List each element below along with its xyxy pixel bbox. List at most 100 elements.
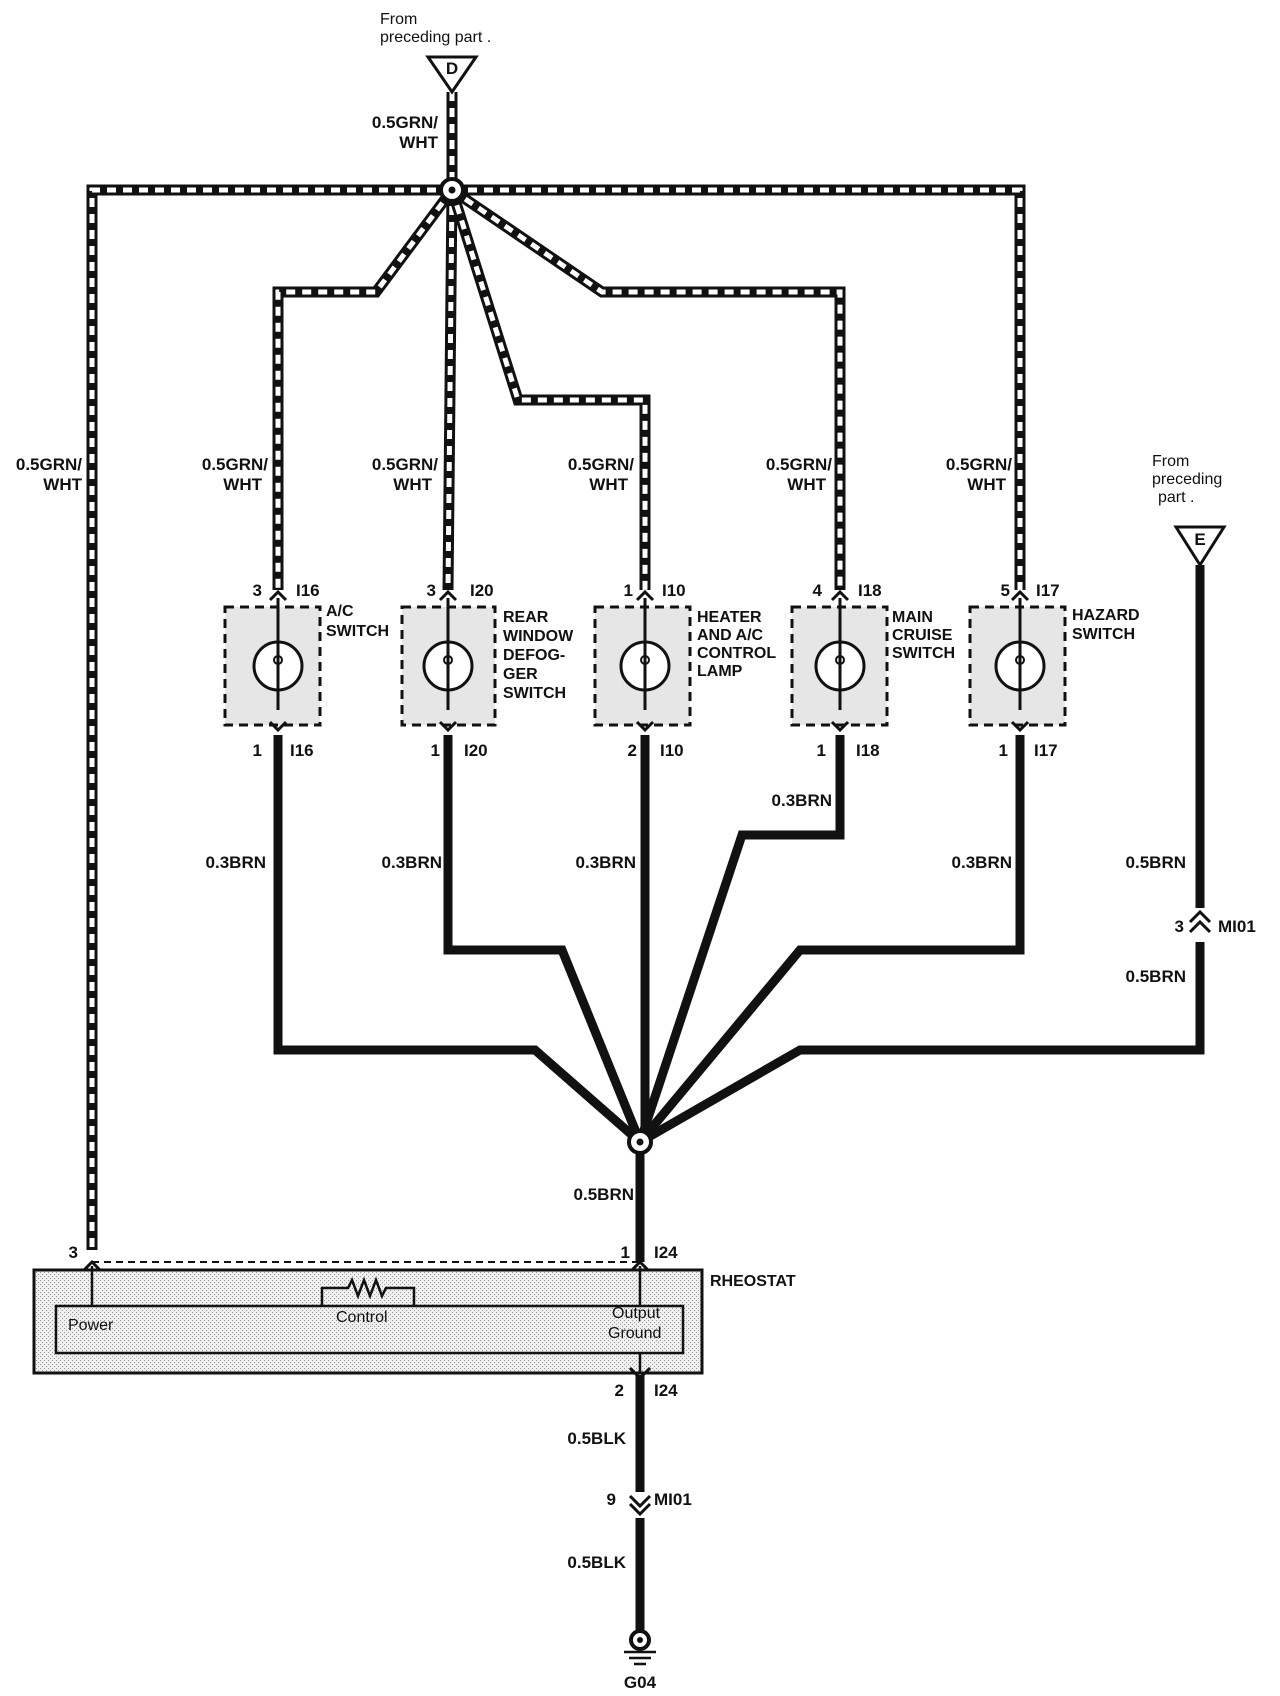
svg-text:WINDOW: WINDOW: [503, 628, 574, 645]
svg-text:0.5GRN/: 0.5GRN/: [946, 455, 1012, 474]
right-source-line2: preceding: [1152, 471, 1222, 488]
svg-text:I18: I18: [856, 741, 880, 760]
svg-text:SWITCH: SWITCH: [326, 623, 389, 640]
svg-text:9: 9: [607, 1490, 616, 1509]
svg-text:MI01: MI01: [654, 1490, 692, 1509]
right-source-line1: From: [1152, 453, 1189, 470]
svg-text:I17: I17: [1034, 741, 1058, 760]
svg-text:HAZARD: HAZARD: [1072, 607, 1140, 624]
top-source-line1: From: [380, 11, 417, 28]
resistor-symbol: [320, 1276, 416, 1306]
svg-text:1: 1: [431, 741, 440, 760]
svg-text:0.3BRN: 0.3BRN: [772, 791, 832, 810]
svg-text:SWITCH: SWITCH: [1072, 626, 1135, 643]
svg-text:0.5BRN: 0.5BRN: [1126, 967, 1186, 986]
wire-brn-ac: [273, 735, 643, 1146]
component-heater-ac-control-lamp: 1 I10 2 I10 HEATER AND A/C CONTROL LAMP: [593, 581, 776, 760]
svg-text:4: 4: [813, 581, 823, 600]
svg-text:I16: I16: [296, 581, 320, 600]
svg-text:0.5BLK: 0.5BLK: [567, 1553, 626, 1572]
svg-text:0.5GRN/: 0.5GRN/: [766, 455, 832, 474]
svg-text:2: 2: [628, 741, 637, 760]
rheostat-label: RHEOSTAT: [710, 1273, 796, 1290]
svg-text:SWITCH: SWITCH: [503, 685, 566, 702]
svg-text:3: 3: [427, 581, 436, 600]
svg-text:3: 3: [69, 1243, 78, 1262]
svg-text:0.3BRN: 0.3BRN: [382, 853, 442, 872]
svg-text:CONTROL: CONTROL: [697, 645, 776, 662]
svg-text:CRUISE: CRUISE: [892, 627, 953, 644]
svg-text:SWITCH: SWITCH: [892, 645, 955, 662]
connector-mi01-bottom: 9 MI01: [607, 1490, 692, 1518]
svg-text:1: 1: [999, 741, 1008, 760]
svg-text:WHT: WHT: [223, 475, 262, 494]
svg-text:0.5GRN/: 0.5GRN/: [372, 113, 438, 132]
connector-e-triangle: [1173, 525, 1227, 568]
svg-text:I10: I10: [662, 581, 686, 600]
svg-text:0.5BLK: 0.5BLK: [567, 1429, 626, 1448]
svg-text:I17: I17: [1036, 581, 1060, 600]
wire-brn-defog: [443, 735, 645, 1144]
brn-wires: [273, 565, 1205, 1638]
svg-text:WHT: WHT: [967, 475, 1006, 494]
svg-text:0.5BRN: 0.5BRN: [1126, 853, 1186, 872]
svg-text:Output: Output: [612, 1305, 661, 1322]
wire-brn-hazard: [636, 735, 1025, 1145]
svg-text:I24: I24: [654, 1243, 678, 1262]
svg-text:0.5BRN: 0.5BRN: [574, 1185, 634, 1204]
svg-text:A/C: A/C: [326, 603, 354, 620]
connector-d-label: D: [446, 59, 458, 78]
wire-grn-ac: [272, 186, 457, 590]
svg-text:WHT: WHT: [399, 133, 438, 152]
svg-text:0.3BRN: 0.3BRN: [576, 853, 636, 872]
svg-text:LAMP: LAMP: [697, 663, 743, 680]
top-source-line2: preceding part .: [380, 29, 491, 46]
svg-text:5: 5: [1001, 581, 1010, 600]
svg-text:0.5GRN/: 0.5GRN/: [202, 455, 268, 474]
svg-text:0.3BRN: 0.3BRN: [952, 853, 1012, 872]
right-source-line3: part .: [1158, 489, 1194, 506]
svg-text:MI01: MI01: [1218, 917, 1256, 936]
connector-mi01-right: 3 MI01: [1175, 908, 1256, 942]
svg-text:GER: GER: [503, 666, 538, 683]
svg-text:0.5GRN/: 0.5GRN/: [568, 455, 634, 474]
svg-text:1: 1: [253, 741, 262, 760]
svg-text:G04: G04: [624, 1673, 657, 1692]
svg-text:3: 3: [1175, 917, 1184, 936]
svg-text:1: 1: [624, 581, 633, 600]
component-ac-switch: 3 I16 1 I16 A/C SWITCH: [223, 581, 389, 760]
svg-text:0.5GRN/: 0.5GRN/: [16, 455, 82, 474]
grn-wht-wires: [86, 92, 1026, 1250]
ground-g04: G04: [624, 1629, 657, 1692]
connector-e-label: E: [1194, 530, 1205, 549]
svg-text:2: 2: [615, 1381, 624, 1400]
svg-text:Control: Control: [336, 1309, 388, 1326]
svg-text:1: 1: [621, 1243, 630, 1262]
svg-text:3: 3: [253, 581, 262, 600]
brn-wire-labels: 0.3BRN 0.3BRN 0.3BRN 0.3BRN 0.3BRN 0.5BR…: [206, 791, 1186, 1572]
grn-wire-labels: 0.5GRN/ WHT 0.5GRN/ WHT 0.5GRN/ WHT 0.5G…: [16, 113, 1012, 494]
svg-text:WHT: WHT: [393, 475, 432, 494]
svg-text:I10: I10: [660, 741, 684, 760]
svg-text:HEATER: HEATER: [697, 609, 762, 626]
svg-text:I20: I20: [464, 741, 488, 760]
svg-text:REAR: REAR: [503, 609, 549, 626]
svg-text:WHT: WHT: [43, 475, 82, 494]
svg-text:WHT: WHT: [589, 475, 628, 494]
svg-text:I18: I18: [858, 581, 882, 600]
svg-text:Ground: Ground: [608, 1325, 661, 1342]
svg-text:WHT: WHT: [787, 475, 826, 494]
component-main-cruise-switch: 4 I18 1 I18 MAIN CRUISE SWITCH: [790, 581, 955, 760]
svg-text:I16: I16: [290, 741, 314, 760]
svg-text:I24: I24: [654, 1381, 678, 1400]
wire-grn-heater: [446, 188, 651, 590]
component-rear-window-defogger-switch: 3 I20 1 I20 REAR WINDOW DEFOG- GER SWITC…: [400, 581, 574, 760]
svg-text:DEFOG-: DEFOG-: [503, 647, 565, 664]
rheostat: 3 1 I24 RHEOSTAT Power Control Output Gr…: [32, 1243, 796, 1400]
component-hazard-switch: 5 I17 1 I17 HAZARD SWITCH: [968, 581, 1140, 760]
svg-text:0.5GRN/: 0.5GRN/: [372, 455, 438, 474]
svg-text:Power: Power: [68, 1317, 114, 1334]
svg-text:MAIN: MAIN: [892, 609, 933, 626]
connector-d-triangle: [425, 55, 479, 95]
